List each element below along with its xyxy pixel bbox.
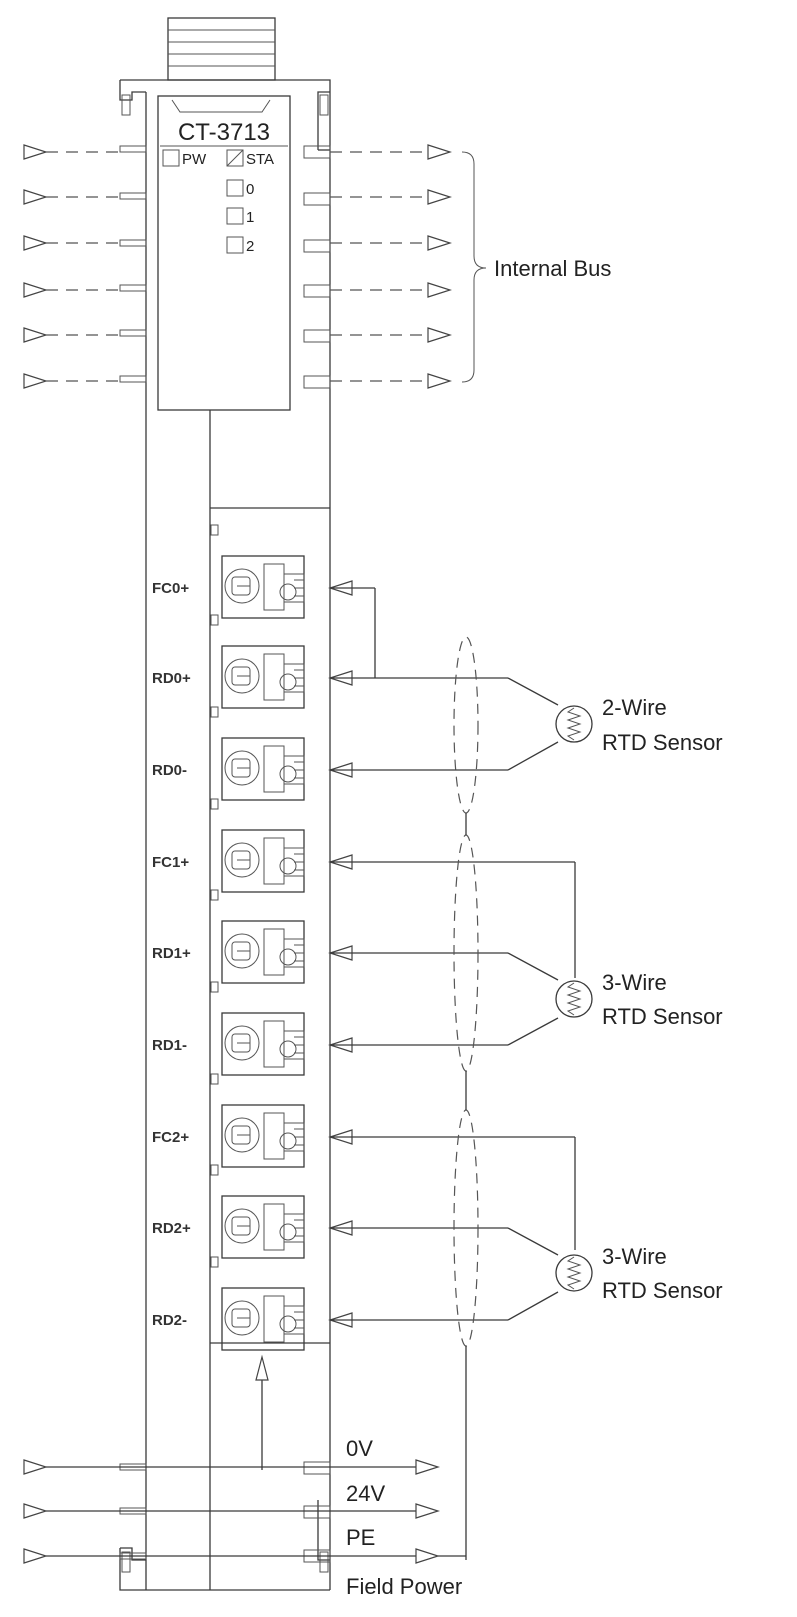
terminal-label: FC0+: [152, 580, 189, 597]
terminal-label: RD2-: [152, 1312, 187, 1329]
led-2-label: 2: [246, 238, 254, 255]
bus-left-arrow: [23, 144, 48, 160]
bus-left-arrow: [23, 189, 48, 205]
led-0: [226, 179, 244, 197]
field-power-label: Field Power: [346, 1574, 462, 1599]
power-left-arrow: [23, 1548, 48, 1564]
field-power-up-arrow: [255, 1354, 269, 1381]
led-sta-label: STA: [246, 151, 274, 168]
bus-right-arrow: [427, 144, 452, 160]
sensor-0-type: 2-Wire: [602, 695, 667, 720]
terminal-block: FC0+ RD0+ RD0- FC1+ RD1+ RD1- FC2+ RD2+ RD2-: [152, 524, 353, 1351]
terminal-label: RD2+: [152, 1220, 191, 1237]
bus-left-arrow: [23, 282, 48, 298]
power-right-arrow: [415, 1548, 440, 1564]
terminal-7: FC2+: [152, 1073, 353, 1168]
terminal-2: RD0+: [152, 614, 353, 709]
rtd-sensor-0: [555, 705, 593, 743]
rail-pe-label: PE: [346, 1525, 375, 1550]
sensor-1-name: RTD Sensor: [602, 1004, 723, 1029]
led-sta: [226, 149, 244, 167]
terminal-label: RD0-: [152, 762, 187, 779]
sensor-1-type: 3-Wire: [602, 970, 667, 995]
bus-left-arrow: [23, 235, 48, 251]
bus-right-arrow: [427, 235, 452, 251]
led-0-label: 0: [246, 181, 254, 198]
bus-right-arrow: [427, 327, 452, 343]
power-right-arrow: [415, 1503, 440, 1519]
led-1-label: 1: [246, 209, 254, 226]
terminal-label: RD0+: [152, 670, 191, 687]
led-pw: [162, 149, 180, 167]
power-left-arrow: [23, 1503, 48, 1519]
led-2: [226, 236, 244, 254]
internal-bus-lines: [23, 144, 452, 389]
terminal-9: RD2-: [152, 1256, 353, 1351]
bus-right-arrow: [427, 373, 452, 389]
terminal-5: RD1+: [152, 889, 353, 984]
bus-right-arrow: [427, 282, 452, 298]
rail-0v-label: 0V: [346, 1436, 373, 1461]
internal-bus-label: Internal Bus: [494, 256, 611, 281]
bus-left-arrow: [23, 373, 48, 389]
power-right-arrow: [415, 1459, 440, 1475]
rtd-sensor-2: [555, 1254, 593, 1292]
sensor-2-name: RTD Sensor: [602, 1278, 723, 1303]
rail-24v-label: 24V: [346, 1481, 385, 1506]
terminal-label: RD1+: [152, 945, 191, 962]
field-power-lines: [23, 1380, 466, 1564]
terminal-label: RD1-: [152, 1037, 187, 1054]
led-panel: CT-3713 PW STA 0 1 2: [157, 95, 291, 411]
sensor-wiring: [330, 587, 576, 1560]
terminal-8: RD2+: [152, 1164, 353, 1259]
terminal-4: FC1+: [152, 798, 353, 893]
bus-left-arrow: [23, 327, 48, 343]
terminal-3: RD0-: [152, 706, 353, 801]
rtd-sensor-1: [555, 980, 593, 1018]
power-left-arrow: [23, 1459, 48, 1475]
terminal-label: FC1+: [152, 854, 189, 871]
internal-bus-brace: [461, 151, 487, 383]
sensor-0-name: RTD Sensor: [602, 730, 723, 755]
module-model: CT-3713: [178, 119, 270, 146]
terminal-1: FC0+: [152, 524, 353, 619]
terminal-label: FC2+: [152, 1129, 189, 1146]
module-body: [119, 17, 331, 1591]
bus-right-arrow: [427, 189, 452, 205]
led-1: [226, 207, 244, 225]
led-pw-label: PW: [182, 151, 207, 168]
sensor-2-type: 3-Wire: [602, 1244, 667, 1269]
terminal-6: RD1-: [152, 981, 353, 1076]
